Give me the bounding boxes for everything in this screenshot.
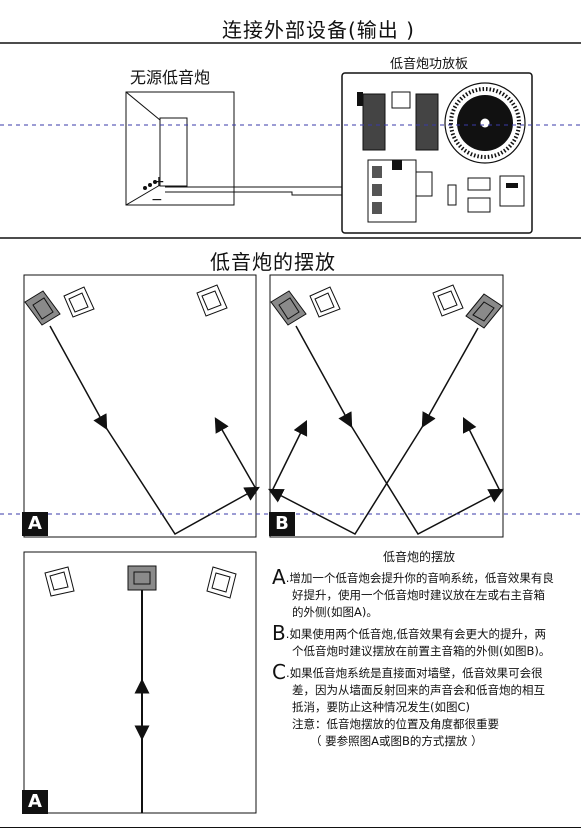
placement-notes: 低音炮的摆放 A.增加一个低音炮会提升你的音响系统，低音效果有良好提升，使用一个… [272, 548, 556, 750]
note-b-letter: B [272, 621, 286, 645]
amp-board-label: 低音炮功放板 [390, 57, 469, 72]
note-attention: 注意：低音炮摆放的位置及角度都很重要 [292, 717, 499, 731]
speaker-wires [165, 186, 360, 196]
subwoofer-icon [127, 565, 157, 591]
front-right-speaker-icon [206, 566, 237, 599]
note-c: C.如果低音炮系统是直接面对墙壁，低音效果可会很差，因为从墙面反射回来的声音会和… [272, 662, 556, 716]
passive-subwoofer-label: 无源低音炮 [130, 68, 211, 87]
note-attention-sub: （ 要参照图A或图B的方式摆放 ） [310, 734, 483, 748]
note-a-text: .增加一个低音炮会提升你的音响系统，低音效果有良好提升，使用一个低音炮时建议放在… [285, 571, 554, 619]
plus-terminal-label: + [153, 174, 165, 190]
placement-section-title: 低音炮的摆放 [210, 250, 336, 274]
front-right-speaker-icon [432, 284, 464, 317]
front-left-speaker-icon [309, 286, 341, 318]
placement-panel-a [23, 274, 260, 538]
note-b-text: .如果使用两个低音炮,低音效果有会更大的提升，两个低音炮时建议摆放在前置主音箱的… [285, 627, 551, 658]
placement-panel-c [23, 551, 257, 814]
note-a: A.增加一个低音炮会提升你的音响系统，低音效果有良好提升，使用一个低音炮时建议放… [272, 567, 556, 621]
placement-panel-b [268, 274, 504, 538]
placement-diagrams [0, 237, 581, 814]
passive-subwoofer [125, 91, 235, 206]
note-b: B.如果使用两个低音炮,低音效果有会更大的提升，两个低音炮时建议摆放在前置主音箱… [272, 623, 556, 660]
panel-c-tag: A [22, 790, 48, 814]
front-right-speaker-icon [196, 284, 228, 317]
output-section-title: 连接外部设备(输出 ) [222, 18, 415, 42]
output-connection-diagram [0, 42, 581, 234]
notes-heading: 低音炮的摆放 [382, 550, 455, 564]
note-c-letter: C [272, 660, 286, 684]
subwoofer-icon [24, 290, 61, 326]
bottom-rule [0, 827, 581, 828]
amplifier-board [341, 72, 533, 234]
minus-terminal-label: − [151, 192, 163, 208]
front-left-speaker-icon [63, 286, 95, 318]
subwoofer-right-icon [465, 293, 503, 329]
note-c-text: .如果低音炮系统是直接面对墙壁，低音效果可会很差，因为从墙面反射回来的声音会和低… [285, 666, 545, 714]
panel-a-tag: A [22, 512, 48, 536]
front-left-speaker-icon [44, 566, 75, 597]
panel-b-tag: B [269, 512, 295, 536]
subwoofer-left-icon [270, 290, 307, 326]
note-a-letter: A [272, 565, 286, 589]
